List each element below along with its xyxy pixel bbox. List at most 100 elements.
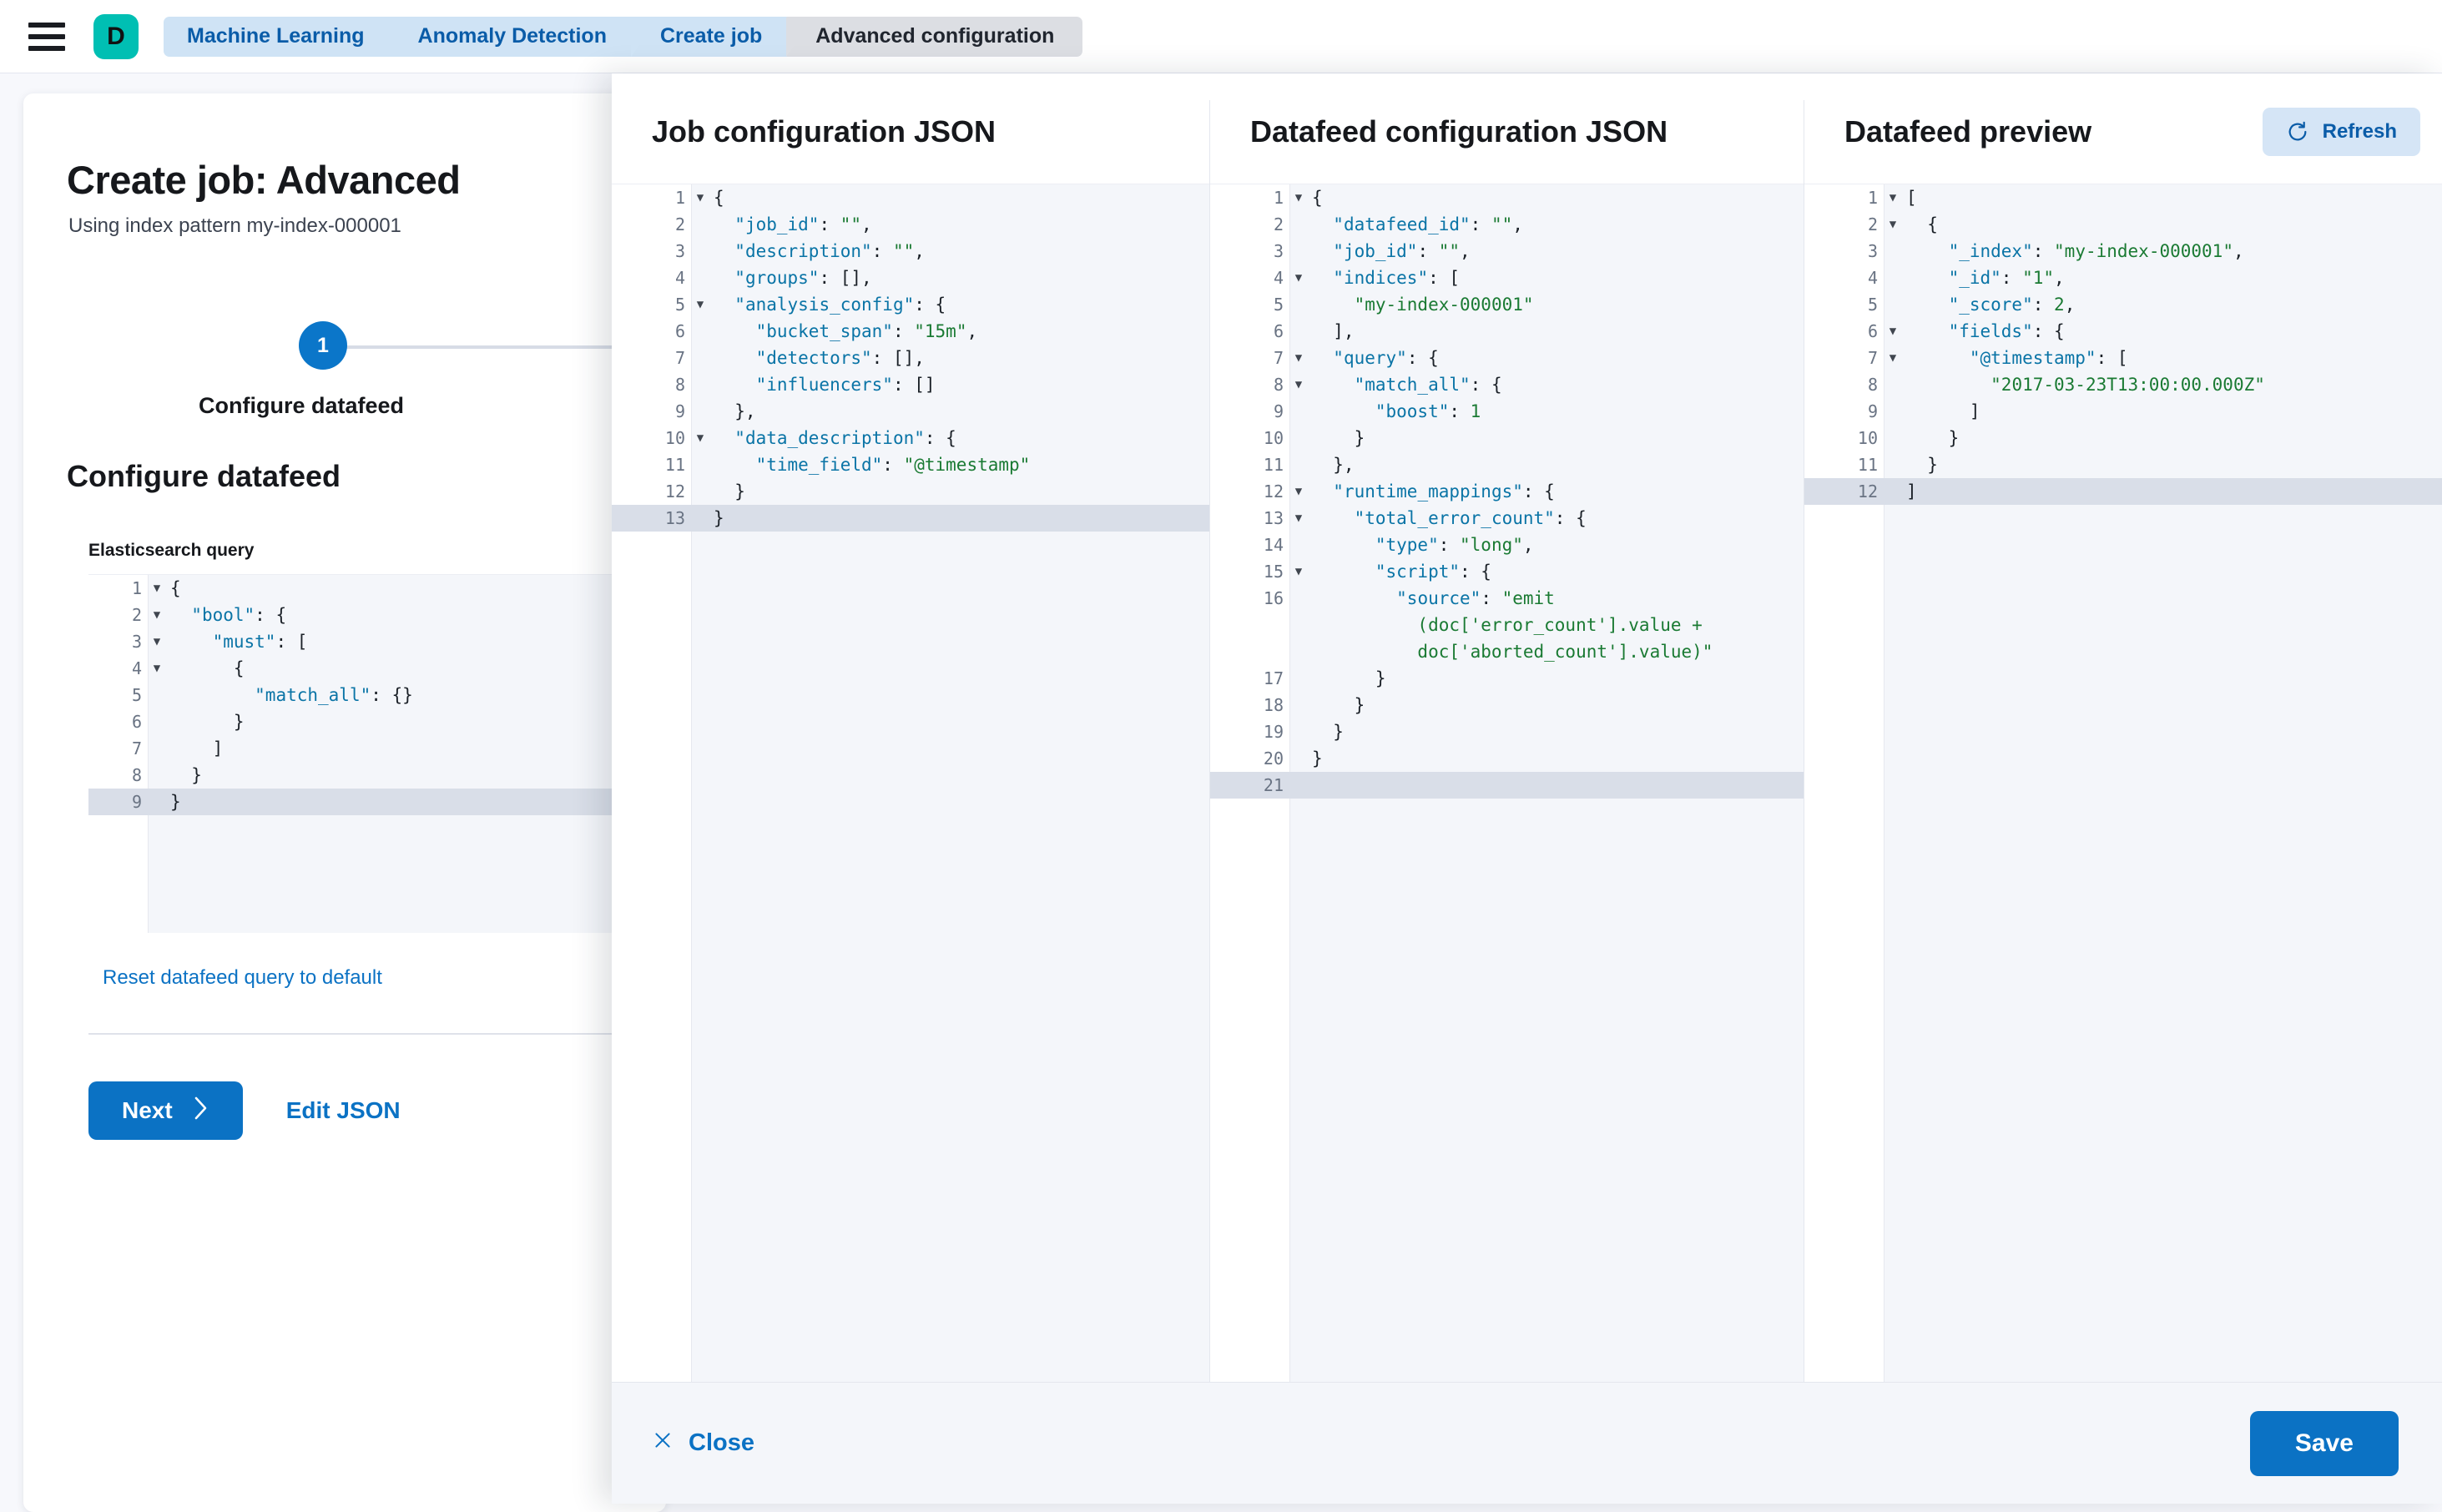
fold-toggle-icon[interactable]: ▼ [696,431,704,445]
job-configuration-column: Job configuration JSON 1▼{2 "job_id": ""… [612,100,1209,1382]
breadcrumb-item-label: Machine Learning [187,24,365,48]
code-line-text: { [1906,214,1938,234]
next-button[interactable]: Next [88,1081,243,1140]
fold-toggle-icon[interactable]: ▼ [153,635,161,648]
edit-json-button[interactable]: Edit JSON [285,1097,401,1123]
job-configuration-title: Job configuration JSON [652,114,996,149]
code-line-text: } [1312,695,1365,715]
code-line: 21 [1210,772,1804,799]
reset-datafeed-query-link[interactable]: Reset datafeed query to default [103,966,382,989]
code-line: 2▼ { [1804,211,2442,238]
fold-toggle-icon[interactable]: ▼ [696,191,704,204]
refresh-button-label: Refresh [2322,120,2397,143]
code-line: 6▼ "fields": { [1804,318,2442,345]
code-line-text: } [170,792,181,812]
datafeed-preview-editor[interactable]: 1▼[2▼ {3 "_index": "my-index-000001",4 "… [1804,184,2442,1382]
code-line-number: 2 [674,214,685,234]
code-line-text: "groups": [], [734,268,872,288]
breadcrumb-item-3[interactable]: Create job [631,16,802,57]
code-line-number: 6 [674,321,685,341]
code-line-number: 4 [674,268,685,288]
code-line-text: "influencers": [] [755,375,936,395]
code-line-text: "must": [ [212,632,308,652]
fold-toggle-icon[interactable]: ▼ [696,298,704,311]
breadcrumb-item-1[interactable]: Machine Learning [164,16,404,57]
next-button-label: Next [122,1097,173,1123]
close-button[interactable]: Close [652,1429,754,1458]
code-line-number: 4 [1867,268,1878,288]
code-line: 5 "_score": 2, [1804,291,2442,318]
save-button[interactable]: Save [2249,1410,2399,1476]
fold-toggle-icon[interactable]: ▼ [153,662,161,675]
code-line-number: 3 [131,632,142,652]
refresh-button[interactable]: Refresh [2262,108,2420,156]
code-line: 6 } [88,708,666,735]
fold-toggle-icon[interactable]: ▼ [1294,191,1303,204]
code-line: 5 "match_all": {} [88,682,666,708]
datafeed-preview-column: Datafeed preview Refresh 1▼[2▼ {3 "_inde… [1804,100,2442,1382]
code-line: 7▼ "query": { [1210,345,1804,371]
job-configuration-editor[interactable]: 1▼{2 "job_id": "",3 "description": "",4 … [612,184,1209,1382]
code-line-number: 3 [1273,241,1284,261]
fold-toggle-icon[interactable]: ▼ [1294,351,1303,365]
code-line: 4 "groups": [], [612,265,1209,291]
code-line-number: 6 [131,712,142,732]
fold-toggle-icon[interactable]: ▼ [153,608,161,622]
code-line-text: "_score": 2, [1948,295,2076,315]
fold-toggle-icon[interactable]: ▼ [1294,378,1303,391]
code-line: 3 ▼ "must": [ [88,628,666,655]
fold-toggle-icon[interactable]: ▼ [1889,325,1897,338]
fold-toggle-icon[interactable]: ▼ [1294,565,1303,578]
code-line-text: "source": "emit (doc['error_count'].valu… [1396,588,1713,662]
fold-toggle-icon[interactable]: ▼ [1294,271,1303,285]
code-line-number: 13 [1263,508,1284,528]
code-line-text: "runtime_mappings": { [1333,481,1555,501]
code-line: 11 } [1804,451,2442,478]
flyout-footer: Close Save [612,1382,2442,1504]
fold-toggle-icon[interactable]: ▼ [153,582,161,595]
breadcrumb-item-2[interactable]: Anomaly Detection [389,16,646,57]
code-line: 7 ] [88,735,666,762]
code-line-text: "bucket_span": "15m", [755,321,978,341]
fold-toggle-icon[interactable]: ▼ [1294,485,1303,498]
code-line-number: 1 [1867,188,1878,208]
breadcrumb-item-label: Create job [659,24,763,48]
datafeed-configuration-editor[interactable]: 1▼{2 "datafeed_id": "",3 "job_id": "",4▼… [1210,184,1804,1382]
code-line-number: 5 [1867,295,1878,315]
code-line-number: 5 [674,295,685,315]
editor-gutter [1804,184,1884,1382]
top-navigation-bar: D Machine Learning Anomaly Detection Creat… [0,0,2442,73]
code-line-text: { [714,188,724,208]
code-line-text: ] [1906,401,1980,421]
code-line-number: 19 [1263,722,1284,742]
fold-toggle-icon[interactable]: ▼ [1889,191,1897,204]
editor-gutter [88,575,149,933]
code-line-text: "type": "long", [1375,535,1534,555]
code-line-number: 9 [1273,401,1284,421]
space-avatar[interactable]: D [93,13,139,59]
code-line: 9} [88,789,666,815]
hamburger-menu-icon[interactable] [28,22,65,51]
code-line: 2▼ "bool": { [88,602,666,628]
code-line: 1▼{ [88,575,666,602]
editor-gutter [612,184,692,1382]
code-line-number: 7 [1867,348,1878,368]
breadcrumb-item-4[interactable]: Advanced configuration [787,16,1083,57]
fold-toggle-icon[interactable]: ▼ [1889,218,1897,231]
code-line-number: 12 [664,481,685,501]
code-line-number: 18 [1263,695,1284,715]
step-1-badge[interactable]: 1 [299,321,347,370]
code-line: 7 "detectors": [], [612,345,1209,371]
code-line-text: "fields": { [1948,321,2065,341]
code-line-text: } [1906,428,1960,448]
elasticsearch-query-editor[interactable]: 1▼{2▼ "bool": {3▼ "must": [4▼ {5 "match_… [88,574,666,933]
chevron-right-icon [193,1096,209,1126]
code-line-text: [ [1906,188,1917,208]
fold-toggle-icon[interactable]: ▼ [1889,351,1897,365]
code-line: 3 "job_id": "", [1210,238,1804,265]
datafeed-configuration-header: Datafeed configuration JSON [1210,100,1804,164]
breadcrumb-item-label: Anomaly Detection [417,24,607,48]
code-line-text: "total_error_count": { [1354,508,1587,528]
code-line-text: } [1312,722,1344,742]
fold-toggle-icon[interactable]: ▼ [1294,512,1303,525]
